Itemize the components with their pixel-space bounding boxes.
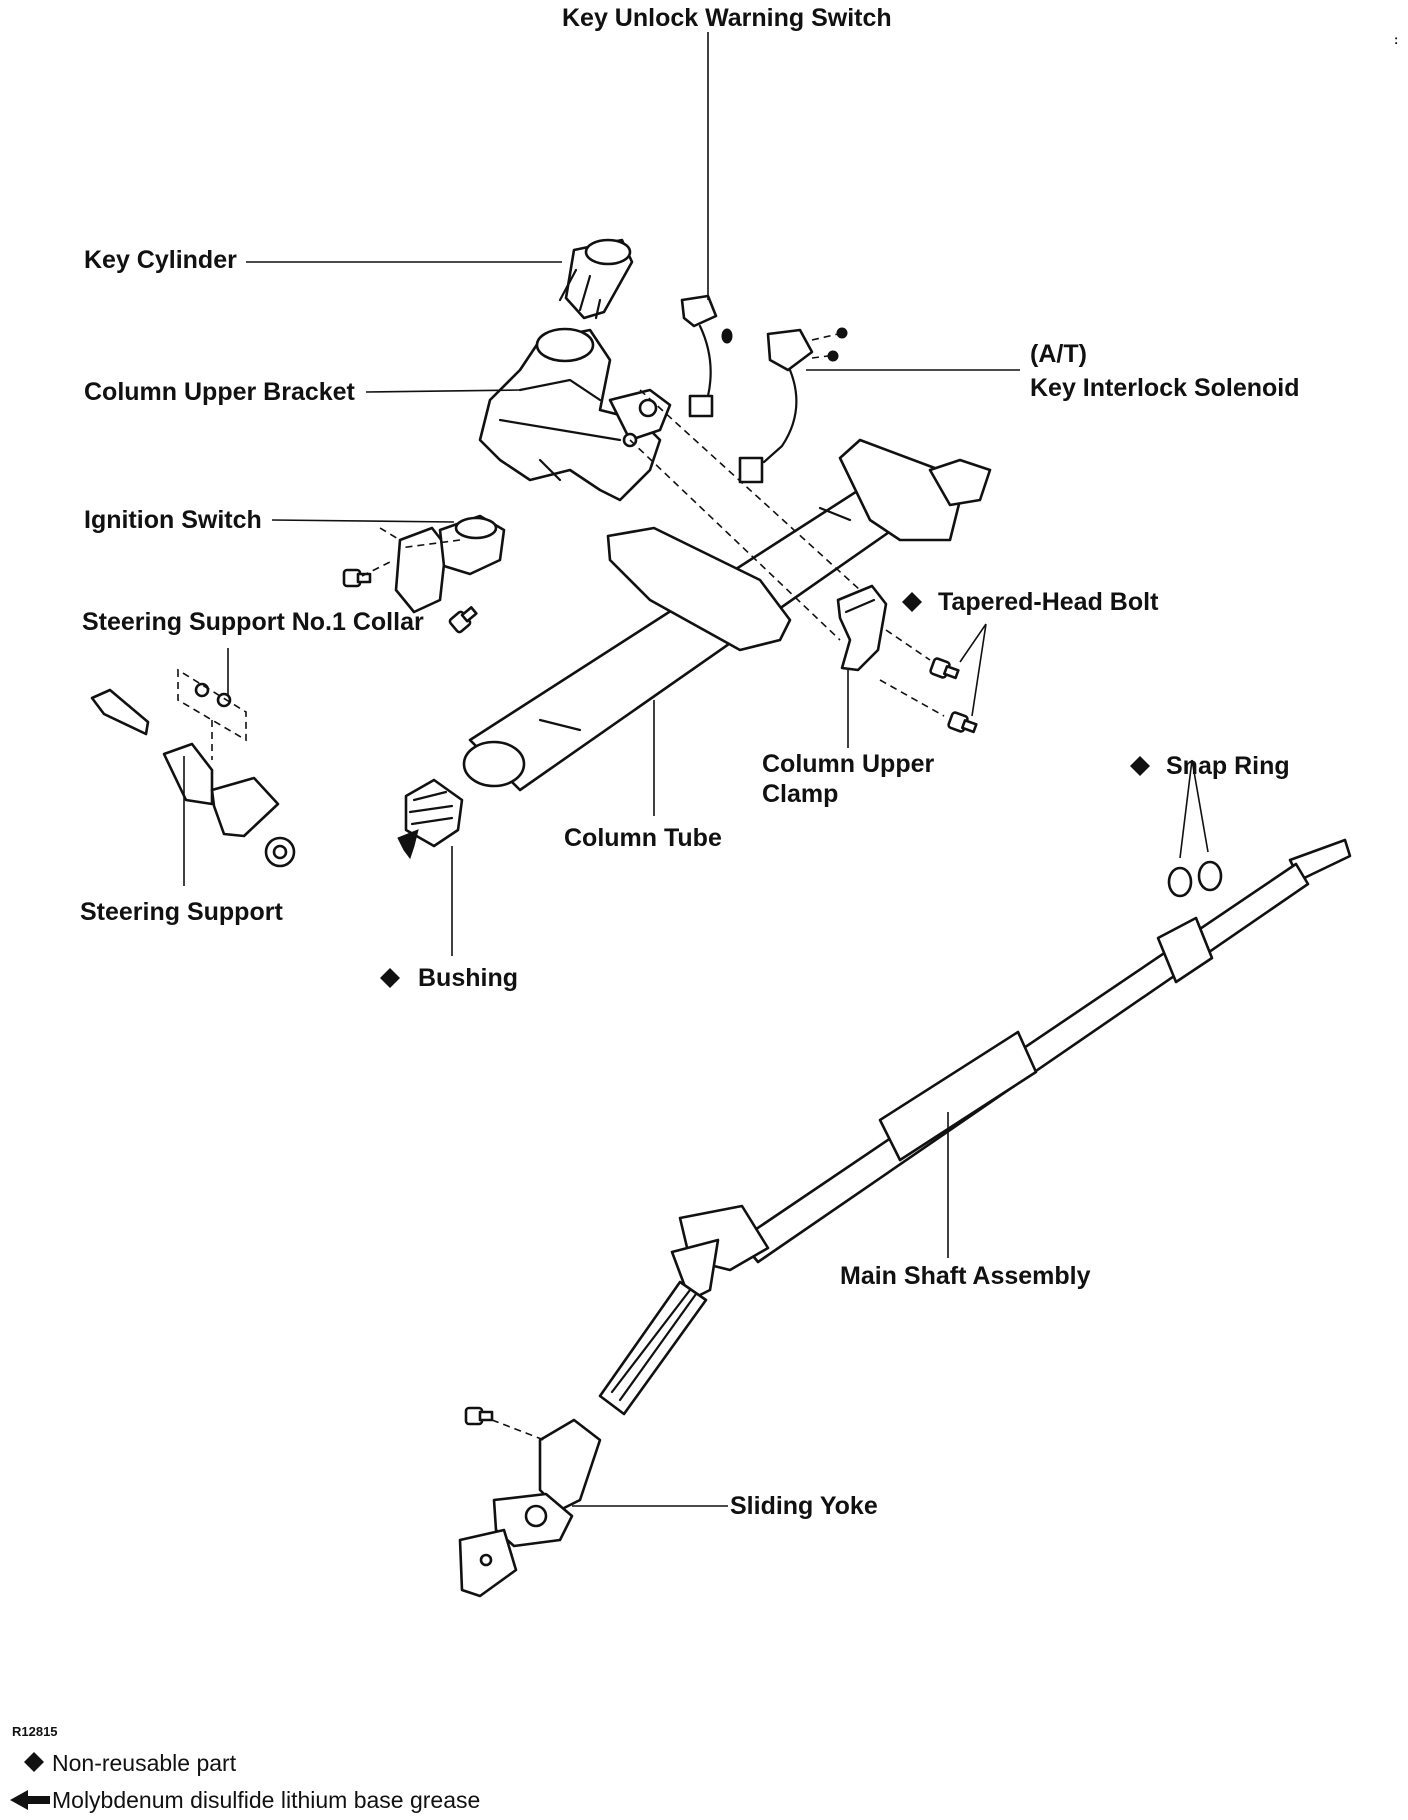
label-steering-support: Steering Support <box>80 898 283 926</box>
legend-grease: Molybdenum disulfide lithium base grease <box>52 1787 480 1813</box>
label-at: (A/T) <box>1030 340 1087 368</box>
label-column-upper-clamp-line2: Clamp <box>762 780 838 808</box>
column-tube-part <box>462 438 992 792</box>
ignition-switch-part <box>342 514 506 635</box>
label-key-cylinder: Key Cylinder <box>84 246 237 274</box>
legend-non-reusable: Non-reusable part <box>52 1750 237 1776</box>
bushing-part <box>397 778 464 860</box>
key-cylinder-part <box>558 238 634 320</box>
corner-mark: : <box>1394 32 1398 47</box>
non-reusable-icon <box>1130 756 1150 776</box>
label-snap-ring: Snap Ring <box>1166 752 1290 780</box>
label-steering-support-no1-collar: Steering Support No.1 Collar <box>82 608 424 636</box>
label-column-tube: Column Tube <box>564 824 722 852</box>
label-column-upper-clamp-line1: Column Upper <box>762 750 934 778</box>
key-unlock-warning-switch-part <box>680 294 733 418</box>
label-ignition-switch: Ignition Switch <box>84 506 262 534</box>
non-reusable-legend-icon <box>24 1752 44 1772</box>
non-reusable-icon <box>902 592 922 612</box>
steering-support-collar-part <box>177 668 247 742</box>
label-sliding-yoke: Sliding Yoke <box>730 1492 878 1520</box>
main-shaft-assembly-part <box>598 838 1352 1416</box>
non-reusable-icon <box>380 968 400 988</box>
column-upper-bracket-part <box>478 327 672 502</box>
key-interlock-solenoid-part <box>738 327 848 484</box>
grease-arrow-icon <box>10 1790 50 1810</box>
label-key-unlock-warning-switch: Key Unlock Warning Switch <box>562 4 892 32</box>
label-main-shaft-assembly: Main Shaft Assembly <box>840 1262 1091 1290</box>
label-bushing: Bushing <box>418 964 518 992</box>
label-tapered-head-bolt: Tapered-Head Bolt <box>938 588 1159 616</box>
steering-support-part <box>90 688 296 868</box>
leader-lines <box>183 32 1209 1507</box>
label-key-interlock-solenoid: Key Interlock Solenoid <box>1030 374 1300 402</box>
assembly-guide-lines <box>399 389 861 641</box>
snap-ring-part <box>1167 860 1223 898</box>
figure-code: R12815 <box>12 1724 58 1739</box>
column-upper-clamp-part <box>836 584 979 737</box>
label-column-upper-bracket: Column Upper Bracket <box>84 378 356 406</box>
sliding-yoke-part <box>458 1406 602 1598</box>
